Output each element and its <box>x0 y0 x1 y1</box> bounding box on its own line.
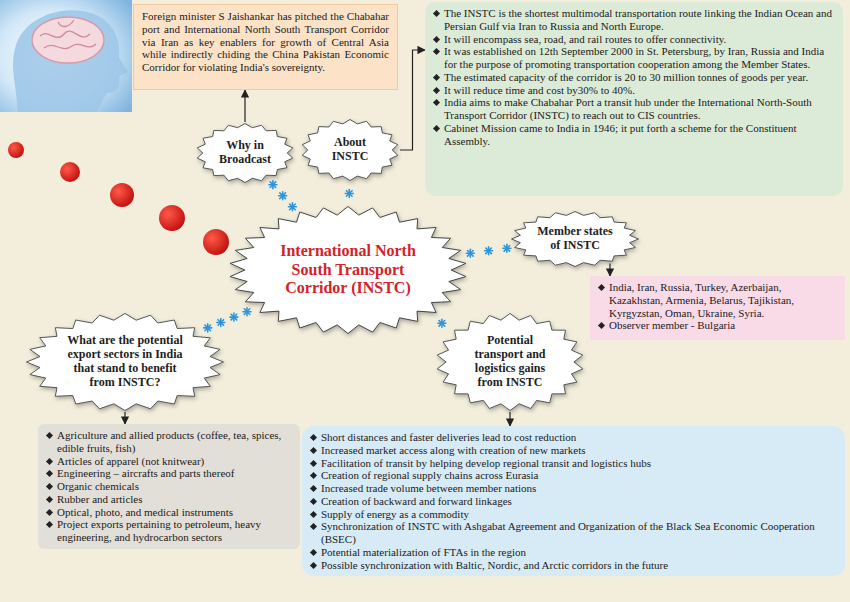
starburst-outline <box>27 314 224 411</box>
starburst-node: Member states of INSTC <box>510 210 640 268</box>
dotted-connector <box>438 319 446 327</box>
starburst-node: Potential transport and logistics gains … <box>435 312 585 412</box>
brain-folds <box>40 20 96 49</box>
starburst-outline <box>197 124 293 183</box>
red-dot <box>60 162 80 182</box>
bullet-item: Observer member - Bulgaria <box>598 319 837 332</box>
dotted-connector <box>345 190 353 198</box>
info-box: Foreign minister S Jaishankar has pitche… <box>133 4 398 90</box>
brain-shape <box>32 17 104 63</box>
topic-label: Member states of INSTC <box>535 225 616 253</box>
bullet-item: Rubber and articles <box>46 493 292 506</box>
bullet-item: Agriculture and allied products (coffee,… <box>46 429 292 455</box>
bullet-item: Articles of apparel (not knitwear) <box>46 455 292 468</box>
paragraph-text: Foreign minister S Jaishankar has pitche… <box>142 10 389 74</box>
bullet-item: It was established on 12th September 200… <box>433 45 835 71</box>
starburst-node: What are the potential export sectors in… <box>25 312 225 412</box>
topic-label: Why in Broadcast <box>214 139 276 167</box>
bullet-item: The INSTC is the shortest multimodal tra… <box>433 7 835 33</box>
red-dot <box>8 142 24 158</box>
dotted-connector <box>466 244 511 257</box>
starburst-outline <box>512 212 639 267</box>
bullet-item: India, Iran, Russia, Turkey, Azerbaijan,… <box>598 281 837 319</box>
starburst-outline <box>437 314 583 411</box>
bullet-item: Project exports pertaining to petroleum,… <box>46 518 292 544</box>
bullet-item: Facilitation of transit by helping devel… <box>310 457 837 470</box>
arrow-connector <box>124 412 125 424</box>
info-box: India, Iran, Russia, Turkey, Azerbaijan,… <box>590 276 845 340</box>
bullet-item: Increased market access along with creat… <box>310 444 837 457</box>
bullet-item: Synchronization of INSTC with Ashgabat A… <box>310 520 837 546</box>
starburst-node: International North South Transport Corr… <box>228 205 468 335</box>
red-dot <box>159 205 185 231</box>
red-dot <box>110 183 134 207</box>
arrow-connector <box>509 412 510 426</box>
bullet-item: Short distances and faster deliveries le… <box>310 431 837 444</box>
bullet-item: It will encompass sea, road, and rail ro… <box>433 33 835 46</box>
info-box: The INSTC is the shortest multimodal tra… <box>425 2 843 196</box>
starburst-outline <box>230 207 466 334</box>
bullet-item: Creation of regional supply chains acros… <box>310 469 837 482</box>
brain-background <box>0 0 132 112</box>
starburst-node: Why in Broadcast <box>195 122 295 184</box>
bullet-item: Potential materialization of FTAs in the… <box>310 546 837 559</box>
bullet-item: Organic chemicals <box>46 480 292 493</box>
red-dot <box>203 229 229 255</box>
info-box: Agriculture and allied products (coffee,… <box>38 424 300 549</box>
arrow-connector <box>244 90 245 122</box>
bullet-item: India aims to make Chabahar Port a trans… <box>433 96 835 122</box>
topic-label: Potential transport and logistics gains … <box>464 334 557 389</box>
arrow-connector <box>400 50 425 150</box>
dotted-connector <box>204 308 251 332</box>
bullet-item: Supply of energy as a commodity <box>310 508 837 521</box>
bullet-item: The estimated capacity of the corridor i… <box>433 71 835 84</box>
dotted-connector <box>269 181 297 211</box>
bullet-item: Optical, photo, and medical instruments <box>46 506 292 519</box>
bullet-item: Creation of backward and forward linkage… <box>310 495 837 508</box>
bullet-item: Cabinet Mission came to India in 1946; i… <box>433 122 835 148</box>
starburst-outline <box>302 120 398 181</box>
arrow-connector <box>609 263 610 276</box>
info-box: Short distances and faster deliveries le… <box>302 426 845 576</box>
bullet-item: Possible synchronization with Baltic, No… <box>310 559 837 572</box>
head-silhouette <box>13 10 128 112</box>
bullet-item: Engineering – aircrafts and parts thereo… <box>46 467 292 480</box>
bullet-item: Increased trade volume between member na… <box>310 482 837 495</box>
topic-label: What are the potential export sectors in… <box>63 334 187 389</box>
central-title: International North South Transport Corr… <box>274 242 423 297</box>
bullet-item: It will reduce time and cost by30% to 40… <box>433 84 835 97</box>
topic-label: About INSTC <box>319 136 381 164</box>
starburst-node: About INSTC <box>300 118 400 182</box>
